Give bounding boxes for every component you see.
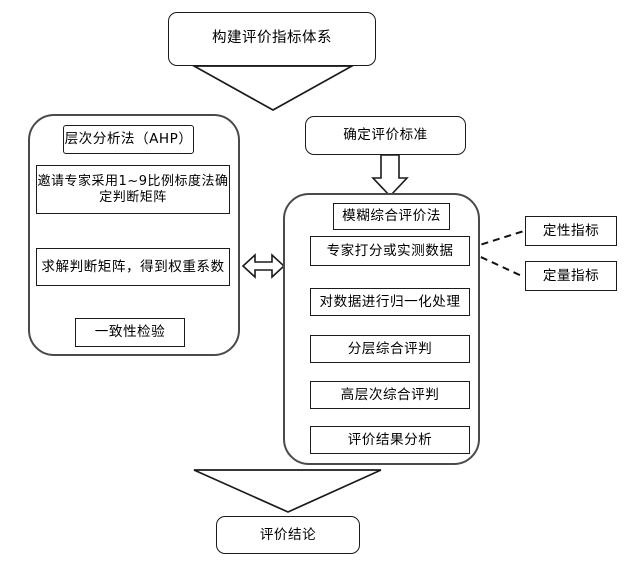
criteria-node-label: 确定评价标准: [343, 127, 428, 144]
fuzzy-step-3-node[interactable]: 分层综合评判: [310, 335, 470, 363]
ahp-step-2-node[interactable]: 求解判断矩阵，得到权重系数: [36, 248, 230, 286]
criteria-arrow-icon: [371, 154, 409, 198]
ahp-panel: [28, 114, 240, 356]
fuzzy-step-4-label: 高层次综合评判: [340, 386, 440, 403]
qualitative-indicator-node[interactable]: 定性指标: [525, 216, 617, 246]
panel-link-arrow-icon: [241, 253, 286, 279]
fuzzy-heading-label: 模糊综合评价法: [342, 208, 441, 225]
fuzzy-panel: [283, 193, 480, 465]
fuzzy-step-4-node[interactable]: 高层次综合评判: [310, 381, 470, 409]
ahp-step-1-label: 邀请专家采用1~9比例标度法确 定判断矩阵: [37, 173, 229, 205]
fuzzy-step-3-label: 分层综合评判: [347, 340, 433, 357]
fuzzy-step-5-label: 评价结果分析: [347, 431, 433, 448]
title-node-label: 构建评价指标体系: [212, 30, 332, 47]
ahp-heading-label: 层次分析法（AHP）: [64, 131, 193, 148]
fuzzy-step-2-node[interactable]: 对数据进行归一化处理: [310, 288, 470, 316]
criteria-node[interactable]: 确定评价标准: [305, 116, 466, 155]
qualitative-indicator-label: 定性指标: [542, 222, 600, 239]
ahp-step-3-node[interactable]: 一致性检验: [75, 318, 185, 347]
fuzzy-step-5-node[interactable]: 评价结果分析: [310, 426, 470, 454]
ahp-step-2-label: 求解判断矩阵，得到权重系数: [41, 258, 225, 275]
title-node[interactable]: 构建评价指标体系: [168, 12, 376, 66]
ahp-heading-node[interactable]: 层次分析法（AHP）: [63, 125, 194, 154]
fuzzy-step-1-node[interactable]: 专家打分或实测数据: [310, 236, 470, 266]
quantitative-indicator-node[interactable]: 定量指标: [525, 261, 617, 291]
top-arrow-icon: [190, 65, 356, 111]
conclusion-node[interactable]: 评价结论: [216, 516, 360, 554]
fuzzy-step-1-label: 专家打分或实测数据: [326, 242, 454, 259]
conclusion-node-label: 评价结论: [259, 526, 317, 543]
fuzzy-step-2-label: 对数据进行归一化处理: [319, 293, 461, 310]
fuzzy-heading-node[interactable]: 模糊综合评价法: [333, 203, 450, 230]
bottom-arrow-icon: [193, 469, 382, 513]
ahp-step-3-label: 一致性检验: [94, 324, 166, 341]
ahp-step-1-node[interactable]: 邀请专家采用1~9比例标度法确 定判断矩阵: [36, 165, 230, 214]
quantitative-indicator-label: 定量指标: [542, 267, 600, 284]
